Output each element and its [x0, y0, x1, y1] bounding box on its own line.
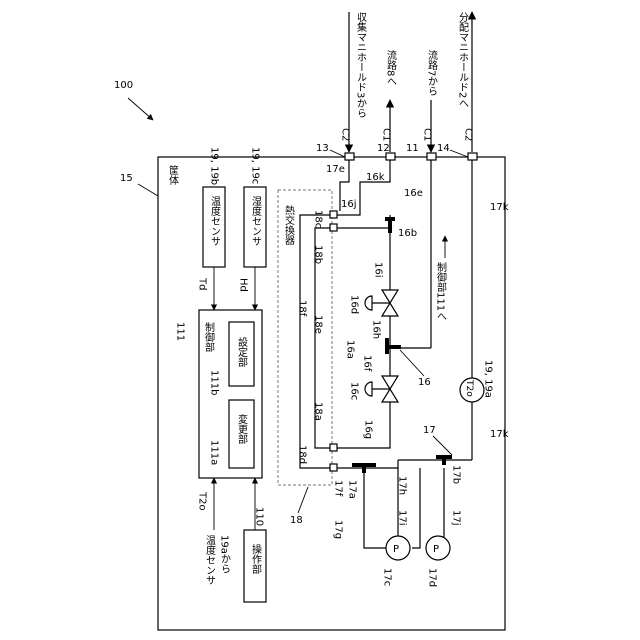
port-11-label: 流路7から: [426, 49, 438, 97]
ref-16f: 16f: [362, 355, 373, 372]
ref-16: 16: [418, 377, 431, 388]
port-12-label: 流路8へ: [385, 49, 397, 87]
ref-17a: 17a: [347, 480, 358, 499]
port-14-code: C2: [463, 128, 474, 141]
operation-unit-label: 操作部: [250, 543, 262, 575]
valve-16d-actuator: [365, 296, 372, 310]
controller-label: 制御部: [203, 321, 215, 353]
pump-17c-ref: 17c: [382, 568, 393, 586]
heat-exchanger-ref: 18: [290, 515, 303, 526]
port-14-leader: [450, 150, 468, 157]
ref-17h: 17h: [397, 476, 408, 495]
port-13-ref: 13: [316, 143, 329, 154]
ref-17e: 17e: [326, 164, 345, 175]
temp-sensor-a-signal: T2o: [464, 379, 474, 397]
ref-16c: 16c: [349, 382, 360, 400]
port-13-leader: [330, 150, 345, 157]
to-controller-label: 制御部111へ: [435, 261, 447, 321]
figure-number-leader: [128, 98, 153, 120]
setting-unit-label: 設定部: [236, 336, 248, 368]
temp-input-label: 温度センサ: [204, 535, 216, 585]
pipe-17j: [444, 468, 448, 548]
port-13-code: C2: [340, 128, 351, 141]
valve-16c-lower: [382, 389, 398, 402]
tee-17b-stem: [442, 455, 446, 465]
ref-16d: 16d: [349, 295, 360, 314]
ref-16g: 16g: [363, 420, 374, 439]
circuit-17-leader: [433, 436, 452, 455]
ref-16a: 16a: [345, 340, 356, 359]
ref-17b: 17b: [451, 465, 462, 484]
ref-17k-top: 17k: [490, 202, 509, 213]
ref-16i: 16i: [373, 262, 384, 278]
valve-16d-lower: [382, 303, 398, 316]
controller-ref: 111: [175, 322, 186, 341]
housing-ref: 15: [120, 173, 133, 184]
ref-17: 17: [423, 425, 436, 436]
circuit-16-leader: [400, 350, 424, 376]
humidity-sensor-label: 湿度センサ: [250, 196, 262, 246]
ref-17f: 17f: [333, 480, 344, 497]
heat-exchanger-label: 熱交換器: [283, 204, 295, 246]
ref-17g: 17g: [333, 520, 344, 539]
port-13: [345, 153, 354, 160]
figure-number: 100: [114, 80, 133, 91]
ref-17k-bottom: 17k: [490, 429, 509, 440]
ref-16e: 16e: [404, 188, 423, 199]
port-11-code: C1: [422, 128, 433, 141]
port-14-label: 分配マニホールド2へ: [457, 12, 469, 109]
ref-16j: 16j: [341, 199, 357, 210]
pump-17d-symbol: P: [433, 544, 439, 555]
port-18d: [330, 464, 337, 471]
housing-leader: [138, 184, 158, 196]
changing-unit-label: 変更部: [236, 413, 248, 445]
temp-input-source: 19aから: [219, 535, 231, 574]
port-18a: [330, 444, 337, 451]
pipe-17g: [364, 468, 386, 548]
setting-unit-ref: 111b: [209, 370, 220, 395]
port-12-ref: 12: [377, 143, 390, 154]
temp-sensor-b-signal: Td: [197, 277, 208, 290]
humidity-sensor-signal: Hd: [238, 278, 249, 292]
ref-18a: 18a: [313, 402, 324, 421]
operation-unit-ref: 110: [254, 507, 265, 526]
ref-17j: 17j: [451, 510, 462, 526]
port-14: [468, 153, 477, 160]
valve-16d-upper: [382, 290, 398, 303]
pipe-17i: [412, 468, 420, 548]
tee-16b-stem: [388, 217, 392, 233]
ref-16h: 16h: [371, 320, 382, 339]
valve-16c-upper: [382, 376, 398, 389]
changing-unit-ref: 111a: [209, 440, 220, 465]
port-14-ref: 14: [437, 143, 450, 154]
housing-label: 筐体: [167, 164, 179, 186]
temp-sensor-b-label: 温度センサ: [209, 196, 221, 246]
ref-18b: 18b: [313, 245, 324, 264]
heat-exchanger-leader: [298, 487, 308, 513]
ref-17i: 17i: [397, 510, 408, 526]
ref-18f: 18f: [297, 300, 308, 317]
ref-18d: 18d: [297, 445, 308, 464]
port-18b: [330, 224, 337, 231]
port-18c: [330, 211, 337, 218]
ref-18c: 18c: [313, 210, 324, 228]
valve-16c-actuator: [365, 382, 372, 396]
pump-17c-symbol: P: [393, 544, 399, 555]
port-13-label: 収集マニホールド3から: [355, 12, 367, 119]
temp-sensor-b-ref: 19, 19b: [209, 147, 220, 185]
temp-input-signal: T2o: [197, 491, 208, 511]
port-12: [386, 153, 395, 160]
humidity-sensor-ref: 19, 19c: [250, 147, 261, 184]
port-11-ref: 11: [406, 143, 419, 154]
pump-17d-ref: 17d: [427, 568, 438, 587]
port-11: [427, 153, 436, 160]
ref-18e: 18e: [313, 315, 324, 334]
temp-sensor-a-ref: 19, 19a: [483, 360, 494, 398]
port-12-code: C1: [381, 128, 392, 141]
ref-16b: 16b: [398, 228, 417, 239]
tee-16a-stem: [385, 345, 401, 349]
ref-16k: 16k: [366, 172, 385, 183]
